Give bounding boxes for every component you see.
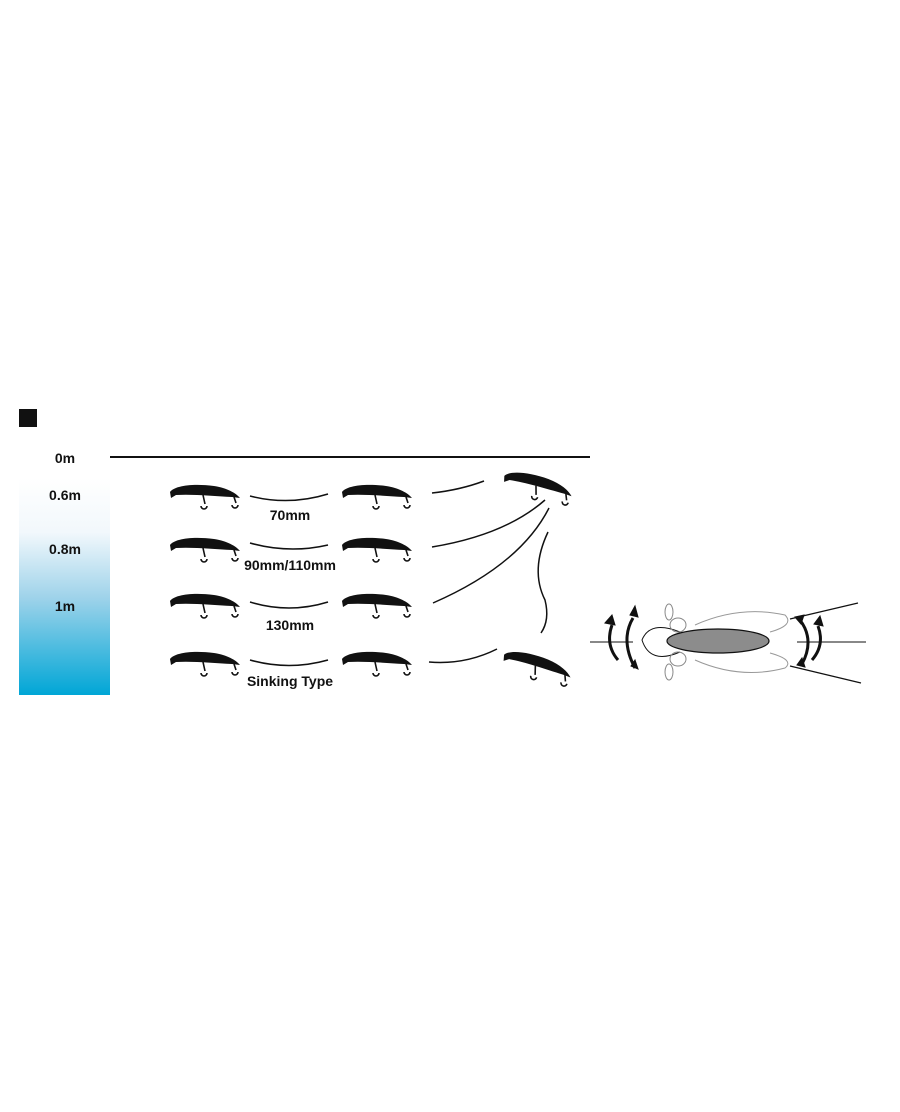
lure-lip-outline <box>641 627 681 657</box>
row-label-70mm: 70mm <box>270 507 310 523</box>
lure-icon-sinking <box>499 646 575 689</box>
depth-gradient-bar <box>19 478 110 695</box>
lure-icon <box>169 537 241 563</box>
lip-wing-outline <box>694 611 789 673</box>
lure-row-sinking <box>169 648 498 677</box>
swim-path <box>249 601 329 609</box>
wobble-arrows-left-icon <box>604 604 639 670</box>
row-label-130mm: 130mm <box>266 617 314 633</box>
lure-body-top-view <box>666 628 770 654</box>
lure-row-130mm <box>169 507 550 634</box>
lure-icon <box>169 593 241 619</box>
lure-icon <box>341 651 413 677</box>
swim-path <box>428 648 498 664</box>
swing-line-lower <box>789 665 862 684</box>
fin-outline <box>664 663 674 681</box>
swim-path <box>249 659 329 667</box>
eye-outline <box>669 651 687 667</box>
depth-label-0.6m: 0.6m <box>49 487 81 503</box>
lure-icon <box>169 484 241 510</box>
depth-label-1m: 1m <box>55 598 75 614</box>
swim-path <box>537 531 549 634</box>
eye-outline <box>669 617 687 633</box>
row-label-90-110mm: 90mm/110mm <box>244 557 336 573</box>
wobble-arrows-right-icon <box>794 614 824 668</box>
depth-label-0.8m: 0.8m <box>49 541 81 557</box>
lure-icon <box>169 651 241 677</box>
swim-path <box>249 493 329 502</box>
lure-row-90-110mm <box>169 499 546 563</box>
lure-icon <box>341 593 413 619</box>
row-label-sinking-type: Sinking Type <box>247 673 333 689</box>
section-marker <box>19 409 37 427</box>
swim-path <box>431 480 485 494</box>
swim-path <box>431 499 546 548</box>
swim-path <box>432 507 550 604</box>
lure-icon <box>341 537 413 563</box>
lure-icon <box>341 484 413 510</box>
depth-label-0m: 0m <box>55 450 75 466</box>
lure-icon-surface <box>500 468 576 508</box>
lure-row-70mm <box>169 480 485 510</box>
fin-outline <box>664 603 674 621</box>
lure-top-view-action <box>590 602 866 684</box>
swim-path <box>249 542 329 550</box>
